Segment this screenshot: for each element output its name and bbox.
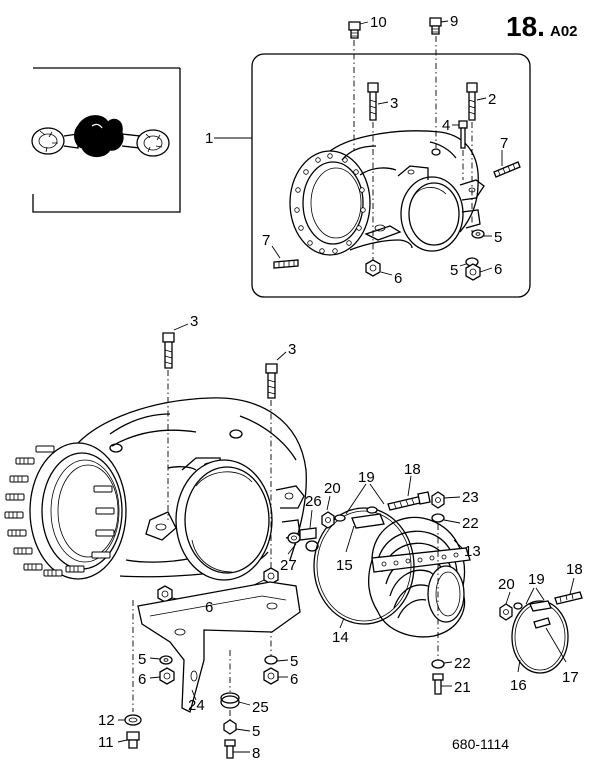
callout-labels: 1 2 3 3 3 4 5 5 5 5 5 6 6 6 6 6 7 7 8 9 … [98,13,583,762]
lower-fasteners [117,323,319,759]
section-number: 18. [506,11,545,42]
callout-5-upper-mid: 5 [450,262,458,279]
upper-housing [289,130,485,256]
callout-22-upper: 22 [462,515,479,532]
callout-7-left: 7 [262,232,270,249]
support-bracket [137,581,301,713]
callout-21: 21 [454,679,471,696]
callout-4: 4 [442,117,450,134]
callout-5-bottom: 5 [252,723,260,740]
upper-fasteners [214,17,521,281]
callout-23: 23 [462,489,479,506]
callout-6-upper-right: 6 [494,261,502,278]
callout-7-right: 7 [500,135,508,152]
callout-17: 17 [562,669,579,686]
callout-11: 11 [98,734,114,751]
callout-10: 10 [370,14,387,31]
rubber-boot [367,516,471,638]
page-header: 18. A02 [506,11,578,42]
callout-14: 14 [332,629,349,646]
callout-12: 12 [98,712,115,729]
callout-6-lower-right: 6 [290,671,298,688]
section-suffix: A02 [550,23,578,40]
callout-20-upper: 20 [324,480,341,497]
axle-locator-inset [31,67,181,213]
callout-25: 25 [252,699,269,716]
drawing-reference: 680-1114 [452,736,509,752]
lower-housing [4,397,307,581]
callout-5-lower-right: 5 [290,653,298,670]
callout-9: 9 [450,13,458,30]
callout-8: 8 [252,745,260,762]
callout-1: 1 [205,130,213,147]
callout-19-lower: 19 [528,571,545,588]
callout-6-mid: 6 [205,599,213,616]
callout-18-upper: 18 [404,461,421,478]
callout-15: 15 [336,557,353,574]
callout-22-lower: 22 [454,655,471,672]
callout-6-lower-left: 6 [138,671,146,688]
callout-16: 16 [510,677,527,694]
clamp-ring-large [313,507,415,629]
clamp-ring-small [499,577,583,674]
clamp-fasteners [321,475,461,695]
callout-27: 27 [280,557,297,574]
callout-19-upper: 19 [358,469,375,486]
callout-24: 24 [188,697,205,714]
callout-6-upper-left: 6 [394,270,402,287]
callout-20-lower: 20 [498,576,515,593]
callout-13: 13 [464,543,481,560]
callout-3-left: 3 [190,313,198,330]
callout-2: 2 [488,91,496,108]
callout-18-lower: 18 [566,561,583,578]
callout-5-upper-right: 5 [494,229,502,246]
callout-26: 26 [305,493,322,510]
callout-5-lower-left: 5 [138,651,146,668]
callout-3-right: 3 [288,341,296,358]
housing-assembly-frame [251,53,531,298]
callout-3-upper: 3 [390,95,398,112]
